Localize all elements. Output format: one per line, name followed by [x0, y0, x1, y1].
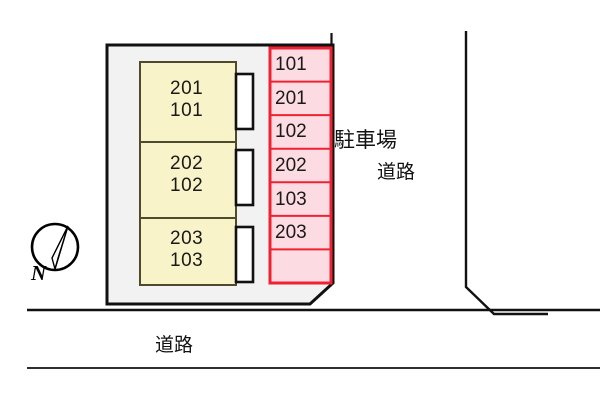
building-unit-block-1 [139, 61, 237, 143]
balcony-unit-3 [234, 225, 255, 284]
parking-stall-3-label: 102 [275, 121, 307, 142]
balconies [234, 72, 255, 284]
compass-north-label: N [31, 261, 47, 285]
parking-outline [268, 46, 333, 285]
compass-needle-dark [54, 225, 69, 270]
balcony-unit-2 [234, 148, 255, 207]
building-unit-block-2 [139, 141, 237, 219]
parking-area-label: 駐車場 [334, 128, 397, 152]
parking-stall-6-label: 203 [275, 222, 307, 243]
parking-stall-1-label: 101 [275, 54, 307, 75]
parking-stall-4-label: 202 [275, 155, 307, 176]
road-south-label: 道路 [155, 334, 194, 356]
compass-rose [30, 222, 80, 272]
parking-stall-5-label: 103 [275, 189, 307, 210]
unit-3-lower-label: 103 [170, 250, 204, 271]
unit-3-upper-label: 203 [170, 228, 204, 249]
road-south-boundary [27, 308, 600, 369]
unit-2-lower-label: 102 [170, 175, 204, 196]
unit-1-upper-label: 201 [170, 78, 204, 99]
balcony-unit-1 [234, 72, 255, 131]
parking-block [268, 46, 333, 285]
building-footprint [139, 61, 237, 286]
unit-1-lower-label: 101 [170, 100, 204, 121]
building-unit-block-3 [139, 217, 237, 286]
road-east-edge-line [464, 31, 548, 316]
unit-2-upper-label: 202 [170, 153, 204, 174]
road-east-label: 道路 [377, 161, 416, 183]
road-east-boundary [464, 31, 548, 316]
parking-stall-2-label: 201 [275, 88, 307, 109]
